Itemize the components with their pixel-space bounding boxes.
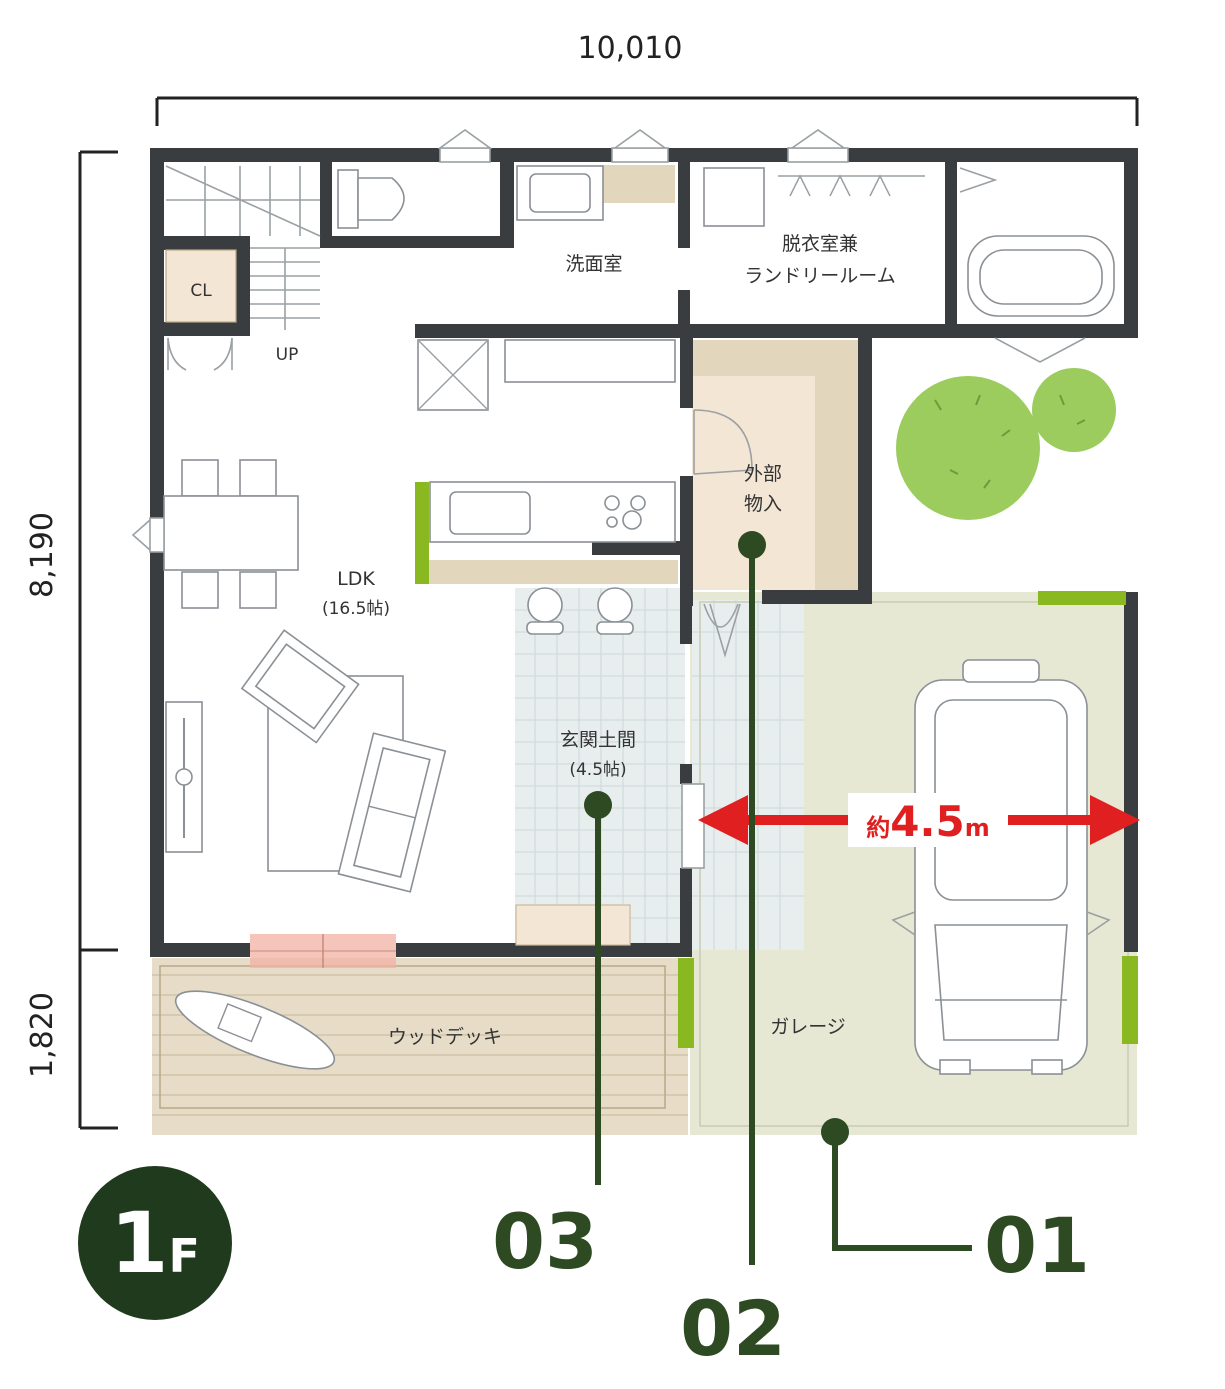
closet-doors xyxy=(167,337,233,371)
dining-set xyxy=(163,459,299,609)
stairs xyxy=(165,165,321,330)
callout-03: 03 xyxy=(492,1197,598,1286)
storage-door xyxy=(693,409,753,475)
dressing-label-line2: ランドリールーム xyxy=(744,265,895,287)
deck-label: ウッドデッキ xyxy=(388,1026,502,1048)
living-set xyxy=(165,629,447,893)
ldk-label: LDK xyxy=(337,568,375,590)
closet-label: CL xyxy=(190,281,212,301)
floor-letter: F xyxy=(169,1229,200,1283)
entrance-label: 玄関土間 xyxy=(560,729,636,751)
laundry-fixtures xyxy=(703,167,925,227)
entrance-stools xyxy=(526,587,634,635)
washroom-sink xyxy=(516,165,604,221)
callout-01: 01 xyxy=(984,1201,1090,1290)
surfboard-icon xyxy=(174,990,336,1070)
measure-unit: m xyxy=(965,814,990,842)
dimension-height: 8,190 1,820 xyxy=(25,150,118,1130)
walls xyxy=(150,148,1138,957)
callout-dots xyxy=(584,531,849,1146)
washroom-label: 洗面室 xyxy=(565,253,622,275)
dimension-width-label: 10,010 xyxy=(578,31,683,66)
window-strip xyxy=(250,934,396,968)
callout-02: 02 xyxy=(680,1284,786,1373)
kitchen xyxy=(417,339,676,543)
dimension-width: 10,010 xyxy=(155,31,1139,126)
dimension-height-main-label: 8,190 xyxy=(25,512,60,598)
measure-value: 4.5 xyxy=(890,797,964,846)
entrance-size-label: (4.5帖) xyxy=(569,760,626,780)
garage-width-arrow xyxy=(698,793,1140,847)
floor-number: 1 xyxy=(110,1194,168,1292)
entrance-bench xyxy=(515,904,631,946)
dimension-height-deck-label: 1,820 xyxy=(25,992,60,1078)
side-door xyxy=(131,517,165,553)
callout-leaders xyxy=(595,545,972,1265)
floor-badge-text: 1F xyxy=(110,1194,200,1292)
floor-badge: 1F xyxy=(78,1166,232,1320)
garage-width-label: 約4.5m xyxy=(866,797,989,846)
green-accents xyxy=(415,482,1138,1048)
car-icon xyxy=(891,659,1111,1075)
storage-label-line2: 物入 xyxy=(744,493,782,515)
ldk-size-label: (16.5帖) xyxy=(322,599,390,619)
measure-prefix: 約 xyxy=(866,814,890,842)
toilet xyxy=(337,169,405,229)
garage-label: ガレージ xyxy=(770,1016,846,1038)
bathtub xyxy=(959,167,1115,363)
entrance-door xyxy=(681,603,741,869)
top-windows xyxy=(437,129,849,163)
storage-label-line1: 外部 xyxy=(744,463,782,485)
tree-icon xyxy=(896,368,1116,520)
stairs-up-label: UP xyxy=(276,345,299,365)
dressing-label-line1: 脱衣室兼 xyxy=(782,233,858,255)
